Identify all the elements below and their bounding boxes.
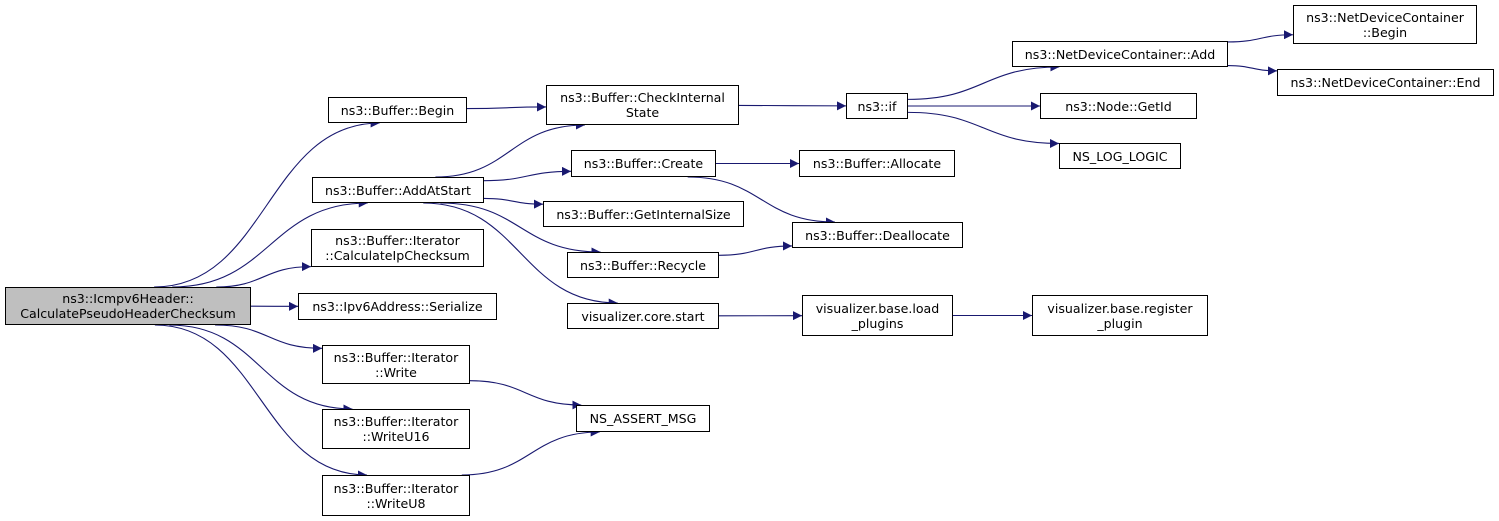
node-label-line: ns3::Buffer::Create: [583, 156, 704, 171]
node-buf-allocate[interactable]: ns3::Buffer::Allocate: [799, 150, 955, 177]
edge-root-to-iter_writeu8: [154, 324, 368, 480]
node-label-line: ns3::Buffer::CheckInternal: [560, 90, 725, 105]
node-netdevicecontainer-begin[interactable]: ns3::NetDeviceContainer ::Begin: [1293, 5, 1477, 44]
node-ns-log-logic[interactable]: NS_LOG_LOGIC: [1059, 143, 1181, 169]
node-iter-writeu8[interactable]: ns3::Buffer::Iterator ::WriteU8: [322, 475, 470, 516]
node-ns-assert-msg[interactable]: NS_ASSERT_MSG: [576, 405, 710, 432]
node-label-line: ::WriteU8: [366, 495, 426, 511]
node-label-line: ::WriteU16: [362, 429, 430, 444]
edge-buf_begin-to-buf_check: [466, 102, 547, 112]
edge-root-to-iter_calc: [216, 262, 312, 288]
node-label-line: ns3::Buffer::Recycle: [579, 257, 706, 273]
node-label-line: ::Begin: [1362, 24, 1408, 40]
node-label-line: ::CalculateIpChecksum: [325, 248, 470, 263]
node-label-line: visualizer.core.start: [581, 308, 705, 324]
node-buf-recycle[interactable]: ns3::Buffer::Recycle: [567, 252, 719, 278]
node-buf-create[interactable]: ns3::Buffer::Create: [571, 150, 716, 177]
node-ipv6-serialize[interactable]: ns3::Ipv6Address::Serialize: [298, 293, 497, 320]
edge-ns3_if-to-ndc_add: [907, 62, 1060, 100]
edge-ns3_if-to-ns_log_logic: [907, 111, 1060, 148]
node-label-line: ns3::Buffer::Iterator: [333, 349, 459, 365]
node-label-line: ns3::Buffer::Iterator: [335, 233, 460, 248]
node-label-line: visualizer.base.register: [1047, 300, 1193, 316]
node-label-line: ns3::Buffer::Allocate: [812, 156, 942, 171]
node-label-line: ns3::NetDeviceContainer: [1306, 9, 1464, 25]
node-label-line: ns3::Buffer::AddAtStart: [324, 182, 471, 198]
node-root: ns3::Icmpv6Header:: CalculatePseudoHeade…: [5, 287, 251, 325]
node-buf-begin[interactable]: ns3::Buffer::Begin: [328, 97, 467, 123]
edge-root-to-buf_addatstart: [172, 198, 368, 288]
node-label-line: State: [625, 105, 660, 120]
edge-root-to-iter_writeu16: [169, 324, 353, 414]
node-label-line: _plugin: [1097, 315, 1143, 331]
edge-buf_addatstart-to-buf_recycle: [440, 202, 601, 257]
edge-ndc_add-to-ndc_begin: [1227, 30, 1294, 43]
edge-root-to-iter_write: [215, 324, 323, 353]
node-label-line: ns3::Buffer::Iterator: [333, 480, 459, 496]
node-iter-writeu16[interactable]: ns3::Buffer::Iterator ::WriteU16: [322, 409, 470, 449]
node-ns3-if[interactable]: ns3::if: [846, 93, 908, 119]
node-label-line: ns3::Buffer::GetInternalSize: [556, 206, 731, 222]
node-label-line: ns3::Node::GetId: [1065, 98, 1172, 114]
node-iter-write[interactable]: ns3::Buffer::Iterator ::Write: [322, 345, 470, 384]
edge-iter_write-to-ns_assert_msg: [469, 380, 582, 410]
edge-root-to-buf_begin: [154, 118, 380, 288]
node-label-line: ns3::NetDeviceContainer::End: [1290, 75, 1481, 90]
edge-buf_create-to-buf_deallocate: [687, 176, 835, 227]
edge-buf_recycle-to-buf_deallocate: [718, 241, 793, 256]
node-label-line: ns3::Ipv6Address::Serialize: [312, 299, 483, 314]
node-visualizer-core-start[interactable]: visualizer.core.start: [567, 303, 719, 329]
node-node-getid[interactable]: ns3::Node::GetId: [1040, 93, 1197, 119]
node-label-line: ns3::NetDeviceContainer::Add: [1024, 46, 1216, 62]
node-label-line: ns3::if: [857, 98, 897, 114]
node-label-line: ns3::Buffer::Deallocate: [805, 227, 950, 243]
edge-iter_writeu8-to-ns_assert_msg: [461, 427, 600, 476]
node-label-line: ::Write: [375, 364, 417, 380]
node-label-line: ns3::Icmpv6Header::: [62, 291, 194, 306]
node-label-line: _plugins: [851, 315, 904, 331]
edge-buf_addatstart-to-buf_create: [483, 166, 572, 182]
node-label-line: visualizer.base.load: [815, 300, 940, 316]
node-buf-deallocate[interactable]: ns3::Buffer::Deallocate: [792, 222, 963, 248]
node-visualizer-register-plugin[interactable]: visualizer.base.register _plugin: [1032, 295, 1208, 336]
edge-ndc_add-to-ndc_end: [1227, 65, 1278, 76]
node-label-line: NS_ASSERT_MSG: [589, 411, 697, 426]
edge-buf_addatstart-to-buf_getinternalsize: [483, 197, 544, 209]
node-visualizer-load-plugins[interactable]: visualizer.base.load _plugins: [802, 295, 953, 336]
node-netdevicecontainer-end[interactable]: ns3::NetDeviceContainer::End: [1277, 69, 1494, 96]
node-buf-addatstart[interactable]: ns3::Buffer::AddAtStart: [312, 177, 484, 203]
node-label-line: CalculatePseudoHeaderChecksum: [20, 306, 236, 321]
node-buf-checkinternalstate[interactable]: ns3::Buffer::CheckInternal State: [546, 85, 739, 125]
node-netdevicecontainer-add[interactable]: ns3::NetDeviceContainer::Add: [1012, 41, 1228, 67]
edge-buf_addatstart-to-vis_core_start: [423, 202, 618, 308]
edge-buf_addatstart-to-buf_check: [435, 120, 585, 178]
node-label-line: ns3::Buffer::Iterator: [333, 414, 459, 429]
node-iter-calculateipchecksum[interactable]: ns3::Buffer::Iterator ::CalculateIpCheck…: [311, 229, 484, 267]
node-label-line: NS_LOG_LOGIC: [1072, 148, 1168, 164]
node-buf-getinternalsize[interactable]: ns3::Buffer::GetInternalSize: [543, 201, 744, 227]
node-label-line: ns3::Buffer::Begin: [340, 102, 455, 118]
